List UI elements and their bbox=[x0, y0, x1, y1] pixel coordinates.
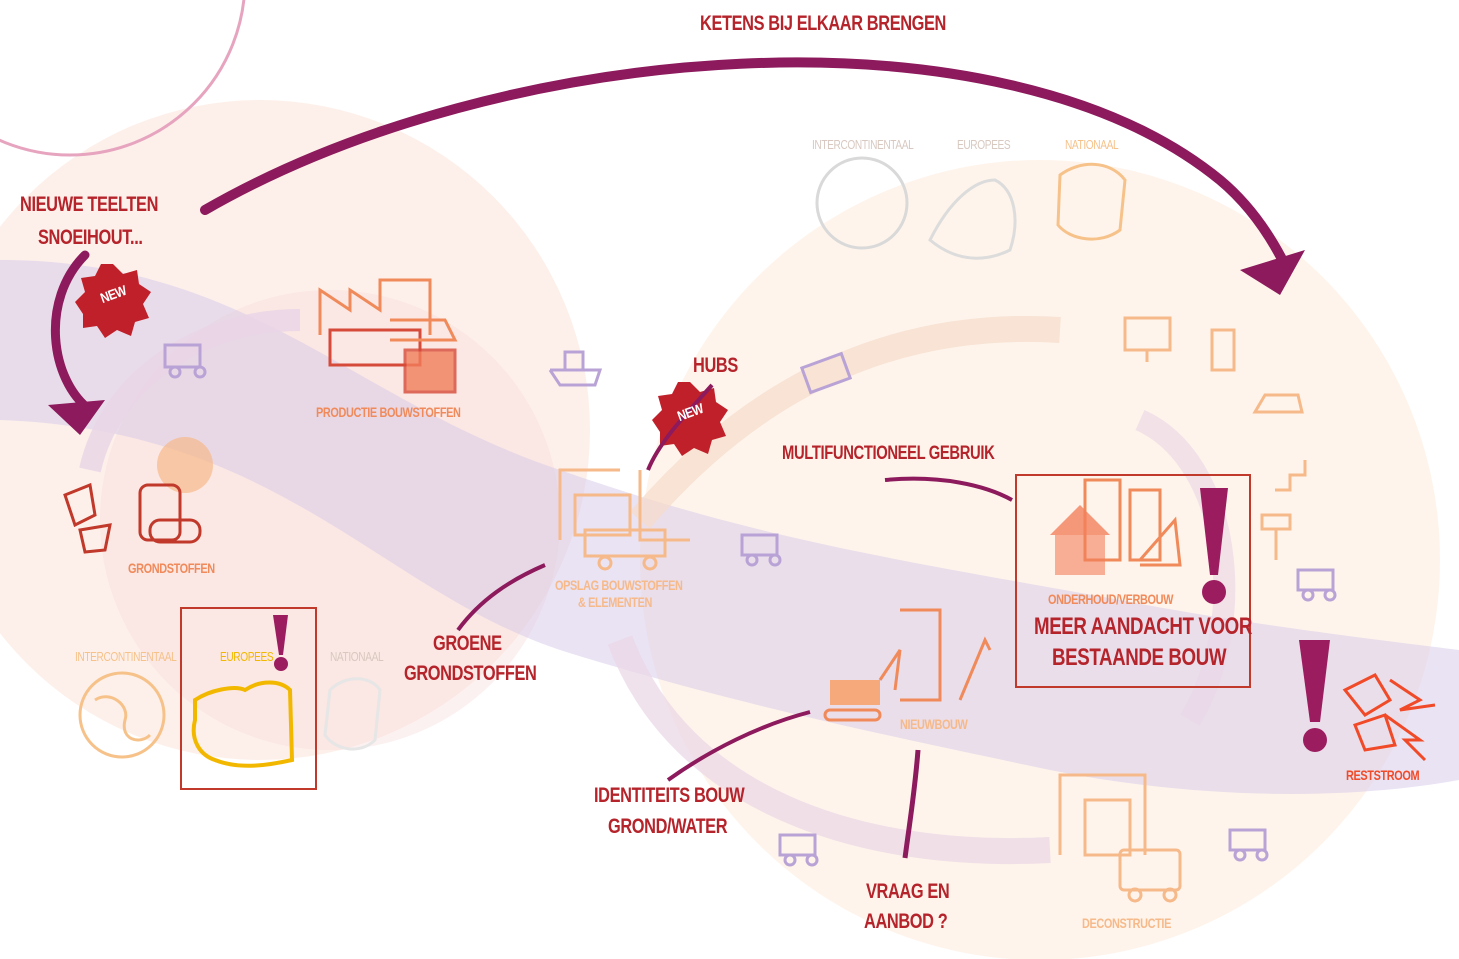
annotation-groene-line1: GROENE bbox=[433, 632, 502, 655]
stage-opslag-line1: OPSLAG BOUWSTOFFEN bbox=[555, 577, 683, 593]
globe-icon bbox=[78, 671, 166, 759]
europees-highlight-box bbox=[180, 607, 317, 790]
stage-reststroom: RESTSTROOM bbox=[1346, 767, 1420, 783]
new-crops-arrow bbox=[50, 250, 95, 415]
onderhoud-highlight-box bbox=[1015, 474, 1251, 688]
annotation-vraag-line1: VRAAG EN bbox=[866, 880, 950, 903]
grondstoffen-icon bbox=[63, 437, 213, 554]
stage-deconstructie: DECONSTRUCTIE bbox=[1082, 915, 1171, 931]
paint-roller-icon bbox=[1260, 513, 1292, 560]
europe-icon bbox=[191, 680, 295, 768]
multifunctioneel-line bbox=[884, 476, 1013, 502]
ship-icon bbox=[548, 350, 603, 387]
annotation-groene-line2: GRONDSTOFFEN bbox=[404, 662, 537, 685]
reststroom-icon bbox=[1342, 673, 1436, 762]
house-renovation-icon bbox=[1050, 478, 1182, 575]
dump-truck-icon bbox=[778, 833, 819, 867]
netherlands-icon bbox=[323, 677, 382, 751]
identiteits-line bbox=[666, 710, 811, 782]
deconstruction-icon bbox=[1058, 773, 1182, 903]
factory-icon bbox=[318, 278, 458, 394]
stage-grondstoffen: GRONDSTOFFEN bbox=[128, 560, 215, 576]
exclamation-icon bbox=[273, 615, 288, 671]
scale-intercontinentaal-left: INTERCONTINENTAAL bbox=[75, 649, 177, 664]
chain-arrow-label: KETENS BIJ ELKAAR BRENGEN bbox=[700, 12, 946, 35]
cycle-arrow bbox=[630, 315, 1061, 529]
solar-panel-icon bbox=[1123, 316, 1172, 362]
netherlands-icon bbox=[1056, 162, 1127, 241]
crane-icon bbox=[558, 468, 690, 571]
dump-truck-icon bbox=[1296, 568, 1337, 602]
hubs-line bbox=[646, 383, 714, 471]
stage-nieuwbouw: NIEUWBOUW bbox=[900, 716, 968, 732]
dump-truck-icon bbox=[1228, 828, 1269, 862]
scale-intercontinentaal-top: INTERCONTINENTAAL bbox=[812, 137, 914, 152]
stage-onderhoud: ONDERHOUD/VERBOUW bbox=[1048, 591, 1174, 607]
scale-nationaal-left: NATIONAAL bbox=[330, 649, 384, 664]
new-badge-icon bbox=[75, 264, 151, 338]
truck-icon bbox=[799, 351, 853, 395]
stage-productie: PRODUCTIE BOUWSTOFFEN bbox=[316, 404, 461, 420]
cycle-arrow bbox=[607, 635, 1051, 865]
europe-icon bbox=[928, 178, 1017, 260]
roof-tile-icon bbox=[1252, 393, 1304, 414]
flow-band bbox=[0, 260, 1459, 794]
chain-arrow-head bbox=[1240, 250, 1305, 295]
highlight-circle bbox=[0, 0, 246, 157]
annotation-identiteits-line2: GROND/WATER bbox=[608, 815, 728, 838]
excavator-icon bbox=[823, 608, 992, 722]
chain-arrow bbox=[200, 57, 1290, 270]
dump-truck-icon bbox=[163, 343, 207, 379]
groene-line bbox=[456, 563, 546, 632]
stage-opslag-line2: & ELEMENTEN bbox=[578, 594, 652, 610]
new-crops-line1: NIEUWE TEELTEN bbox=[20, 193, 159, 216]
exclamation-icon bbox=[1299, 640, 1330, 752]
vraag-line bbox=[902, 749, 921, 859]
scale-nationaal-top: NATIONAAL bbox=[1065, 137, 1119, 152]
new-crops-line2: SNOEIHOUT... bbox=[38, 226, 143, 249]
globe-icon bbox=[815, 156, 909, 250]
annotation-identiteits-line1: IDENTITEITS BOUW bbox=[594, 784, 745, 807]
stairs-icon bbox=[1275, 460, 1307, 492]
annotation-hubs: HUBS bbox=[693, 354, 738, 377]
dump-truck-icon bbox=[740, 533, 782, 567]
door-icon bbox=[1210, 328, 1236, 372]
annotation-multifunctioneel: MULTIFUNCTIONEEL GEBRUIK bbox=[782, 443, 995, 464]
annotation-meer-aandacht-line2: BESTAANDE BOUW bbox=[1052, 644, 1227, 671]
new-badge-icon bbox=[652, 382, 728, 456]
scale-europees-left: EUROPEES bbox=[220, 649, 274, 664]
annotation-vraag-line2: AANBOD ? bbox=[864, 910, 948, 933]
new-crops-arrow-head bbox=[48, 400, 105, 435]
globe-icon-detail bbox=[94, 695, 152, 742]
annotation-meer-aandacht-line1: MEER AANDACHT VOOR bbox=[1034, 613, 1252, 640]
scale-europees-top: EUROPEES bbox=[957, 137, 1011, 152]
cycle-arrow bbox=[1135, 409, 1236, 726]
exclamation-icon bbox=[1200, 488, 1228, 604]
